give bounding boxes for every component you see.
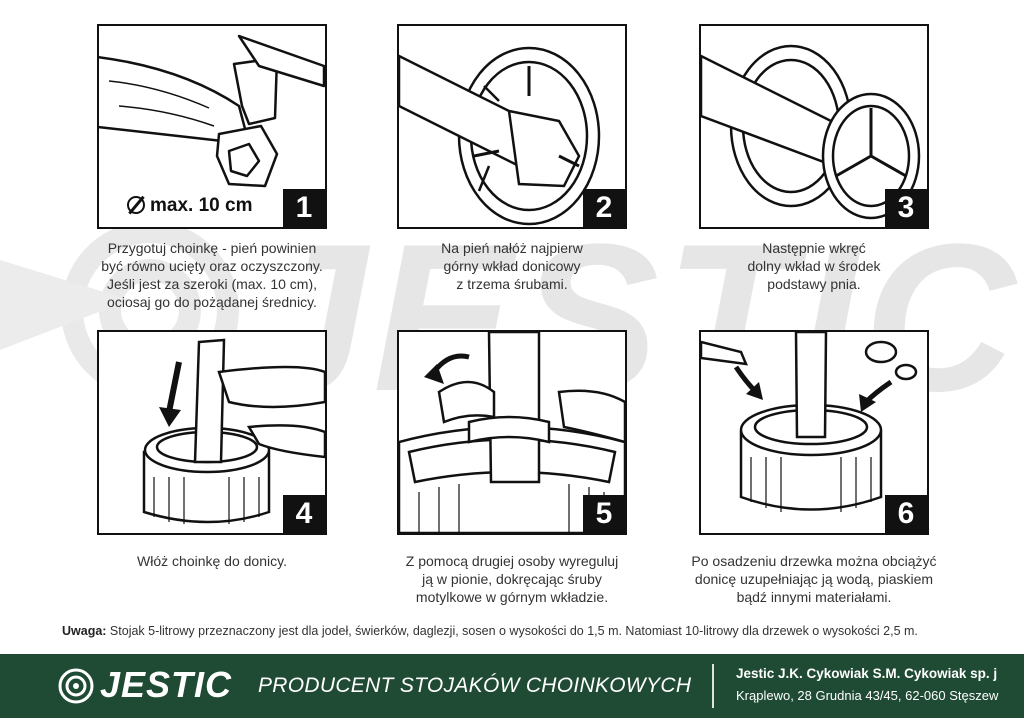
step-2-illustration-top-insert: [399, 46, 601, 226]
footer-address: Krąplewo, 28 Grudnia 43/45, 62-060 Stęsz…: [736, 688, 999, 703]
step-6-panel: 6: [699, 330, 929, 535]
footer-brand: JESTIC: [100, 664, 233, 705]
step-6-caption: Po osadzeniu drzewka można obciążyć doni…: [691, 553, 937, 605]
max-diameter-label: max. 10 cm: [127, 195, 252, 217]
step-3-panel: 3: [699, 24, 929, 229]
step-6-illustration-fill-base: [701, 332, 918, 512]
step-4-panel: 4: [97, 330, 327, 535]
step-number: 1: [283, 189, 325, 227]
footer-bar: JESTIC PRODUCENT STOJAKÓW CHOINKOWYCH Je…: [0, 654, 1024, 718]
footer-divider: [712, 664, 714, 708]
step-4-illustration-insert-tree: [142, 338, 325, 524]
note-label: Uwaga:: [62, 624, 107, 638]
step-2-panel: 2: [397, 24, 627, 229]
step-1-caption: Przygotuj choinkę - pień powinien być ró…: [101, 240, 323, 310]
jestic-logo-icon: [58, 668, 94, 704]
step-4-caption: Włóż choinkę do donicy.: [137, 553, 287, 569]
footer-tagline: PRODUCENT STOJAKÓW CHOINKOWYCH: [258, 674, 692, 697]
step-number: 5: [583, 495, 625, 533]
step-number: 4: [283, 495, 325, 533]
step-number: 2: [583, 189, 625, 227]
diameter-icon: [127, 196, 145, 214]
step-5-illustration-level-tree: [399, 332, 625, 533]
step-5-caption: Z pomocą drugiej osoby wyreguluj ją w pi…: [405, 553, 619, 605]
footer-company: Jestic J.K. Cykowiak S.M. Cykowiak sp. j: [736, 666, 998, 681]
step-3-illustration-bottom-insert: [701, 44, 921, 220]
step-2-caption: Na pień nałóż najpierw górny wkład donic…: [441, 240, 583, 292]
step-1-illustration-axe-trunk: [99, 34, 325, 188]
usage-note: Uwaga: Stojak 5-litrowy przeznaczony jes…: [62, 624, 918, 638]
note-text: Stojak 5-litrowy przeznaczony jest dla j…: [106, 624, 918, 638]
step-1-panel: max. 10 cm 1: [97, 24, 327, 229]
step-number: 3: [885, 189, 927, 227]
step-3-caption: Następnie wkręć dolny wkład w środek pod…: [747, 240, 881, 292]
step-number: 6: [885, 495, 927, 533]
step-5-panel: 5: [397, 330, 627, 535]
